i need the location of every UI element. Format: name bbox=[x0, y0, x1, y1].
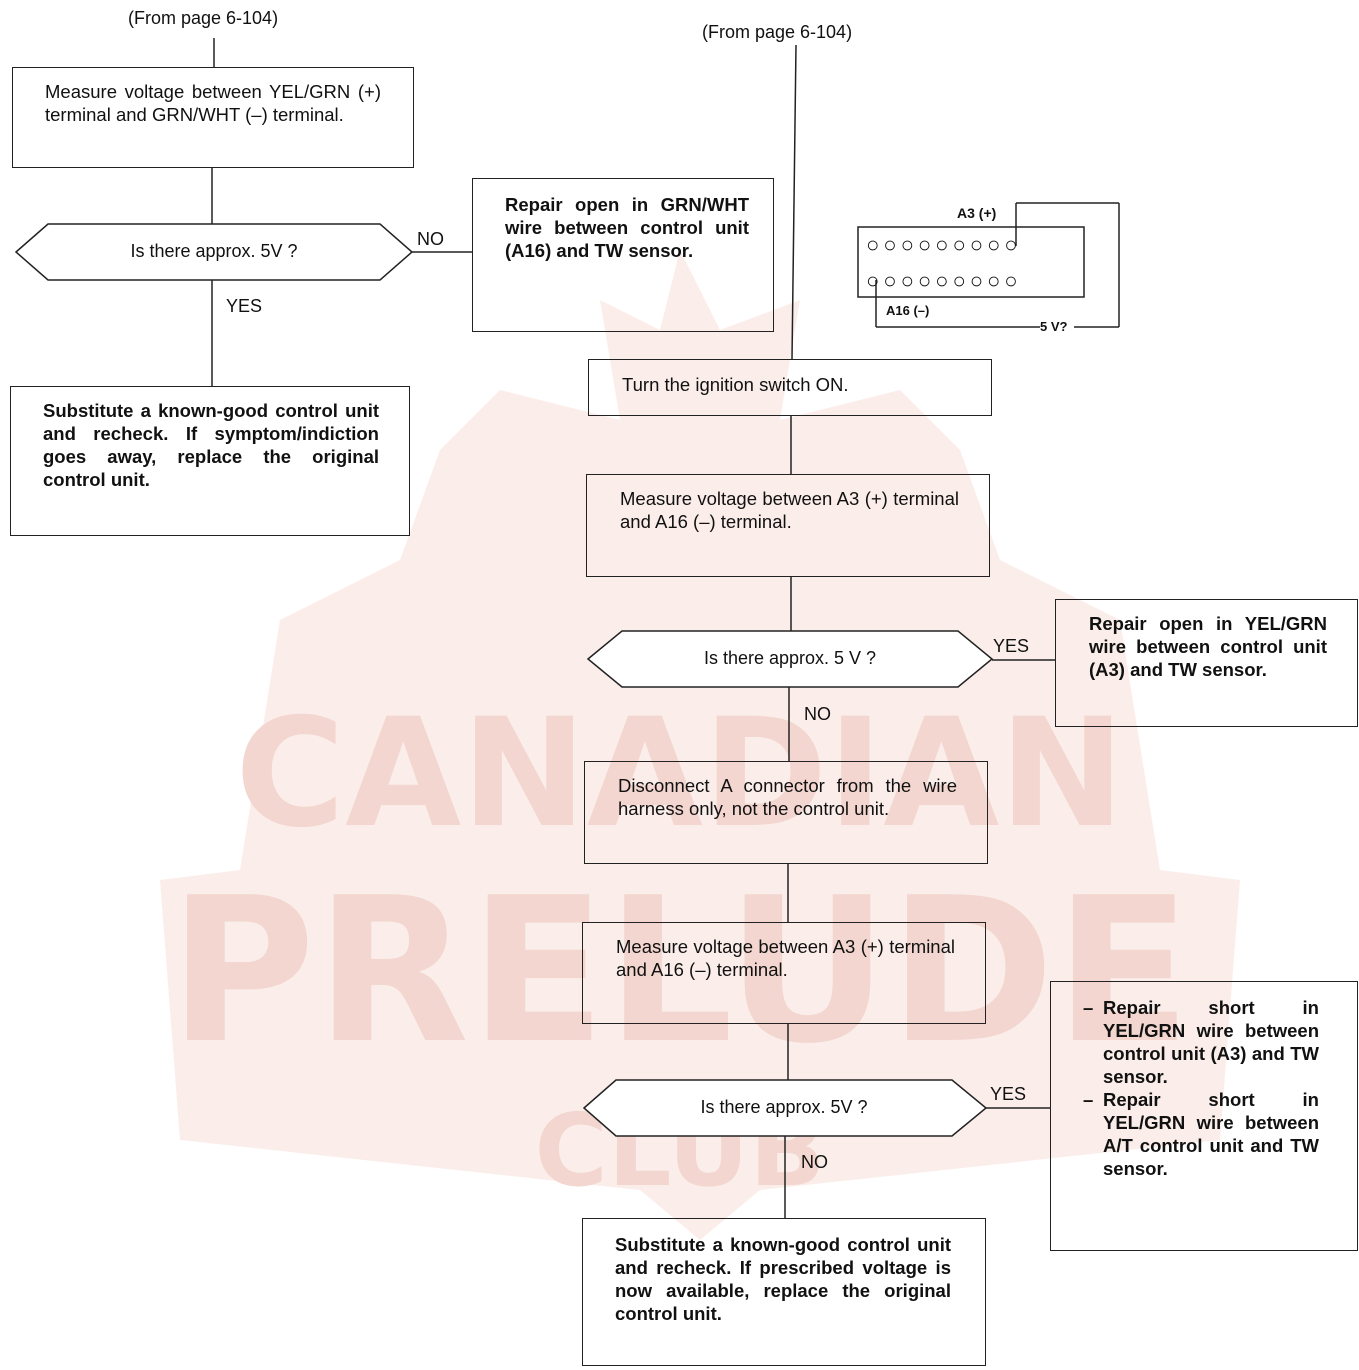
maple-leaf-watermark-icon bbox=[160, 250, 1240, 1240]
step-disconnect-box: Disconnect A connector from the wire har… bbox=[584, 761, 988, 864]
step-measure2-text: Measure voltage between A3 (+) terminal … bbox=[616, 936, 955, 980]
q2-no-label: NO bbox=[801, 1152, 828, 1172]
step-measure2-box: Measure voltage between A3 (+) terminal … bbox=[582, 922, 986, 1024]
right-decision1-shape bbox=[586, 630, 994, 688]
right-from-page-label: (From page 6-104) bbox=[702, 22, 853, 42]
q2-yes-label: YES bbox=[990, 1084, 1027, 1104]
left-measure-box: Measure voltage between YEL/GRN (+) term… bbox=[12, 67, 414, 168]
connector-row1-pins: ○○○○○○○○○ bbox=[866, 232, 1022, 257]
q1-yes-action-text: Repair open in YEL/GRN wire between cont… bbox=[1089, 613, 1327, 680]
watermark-line1: CANADIAN bbox=[235, 687, 1125, 861]
step-ignition-box: Turn the ignition switch ON. bbox=[588, 359, 992, 416]
left-no-label: NO bbox=[417, 229, 444, 249]
pin-a3-label: A3 (+) bbox=[957, 205, 997, 221]
step-ignition-text: Turn the ignition switch ON. bbox=[622, 374, 849, 395]
left-yes-label: YES bbox=[226, 296, 263, 316]
left-no-action-box: Repair open in GRN/WHT wire between cont… bbox=[472, 178, 774, 332]
q1-yes-label: YES bbox=[993, 636, 1030, 656]
connector-row2-pins: ○○○○○○○○○ bbox=[866, 268, 1022, 293]
q1-no-label: NO bbox=[804, 704, 831, 724]
q2-yes-actions-list: Repair short in YEL/GRN wire between con… bbox=[1083, 996, 1319, 1180]
final-action-text: Substitute a known-good control unit and… bbox=[615, 1234, 951, 1324]
q2-yes-action-item: Repair short in YEL/GRN wire between con… bbox=[1083, 996, 1319, 1088]
pin-a16-label: A16 (–) bbox=[886, 303, 930, 318]
q1-yes-action-box: Repair open in YEL/GRN wire between cont… bbox=[1055, 599, 1358, 727]
left-measure-text: Measure voltage between YEL/GRN (+) term… bbox=[45, 81, 381, 125]
left-yes-action-box: Substitute a known-good control unit and… bbox=[10, 386, 410, 536]
q2-yes-action-item: Repair short in YEL/GRN wire between A/T… bbox=[1083, 1088, 1319, 1180]
left-yes-action-text: Substitute a known-good control unit and… bbox=[43, 400, 379, 490]
step-measure1-text: Measure voltage between A3 (+) terminal … bbox=[620, 488, 959, 532]
final-action-box: Substitute a known-good control unit and… bbox=[582, 1218, 986, 1366]
step-disconnect-text: Disconnect A connector from the wire har… bbox=[618, 775, 957, 819]
step-measure1-box: Measure voltage between A3 (+) terminal … bbox=[586, 474, 990, 577]
voltage-label: 5 V? bbox=[1040, 319, 1068, 334]
connector-body bbox=[857, 226, 1085, 298]
question2-text: Is there approx. 5V ? bbox=[700, 1097, 868, 1117]
left-from-page-label: (From page 6-104) bbox=[128, 8, 279, 28]
question1-text: Is there approx. 5 V ? bbox=[703, 648, 877, 668]
q2-yes-actions-box: Repair short in YEL/GRN wire between con… bbox=[1050, 981, 1358, 1251]
left-question-text: Is there approx. 5V ? bbox=[130, 241, 298, 261]
watermark-line2: PRELUDE bbox=[169, 855, 1192, 1088]
left-no-action-text: Repair open in GRN/WHT wire between cont… bbox=[505, 194, 749, 261]
